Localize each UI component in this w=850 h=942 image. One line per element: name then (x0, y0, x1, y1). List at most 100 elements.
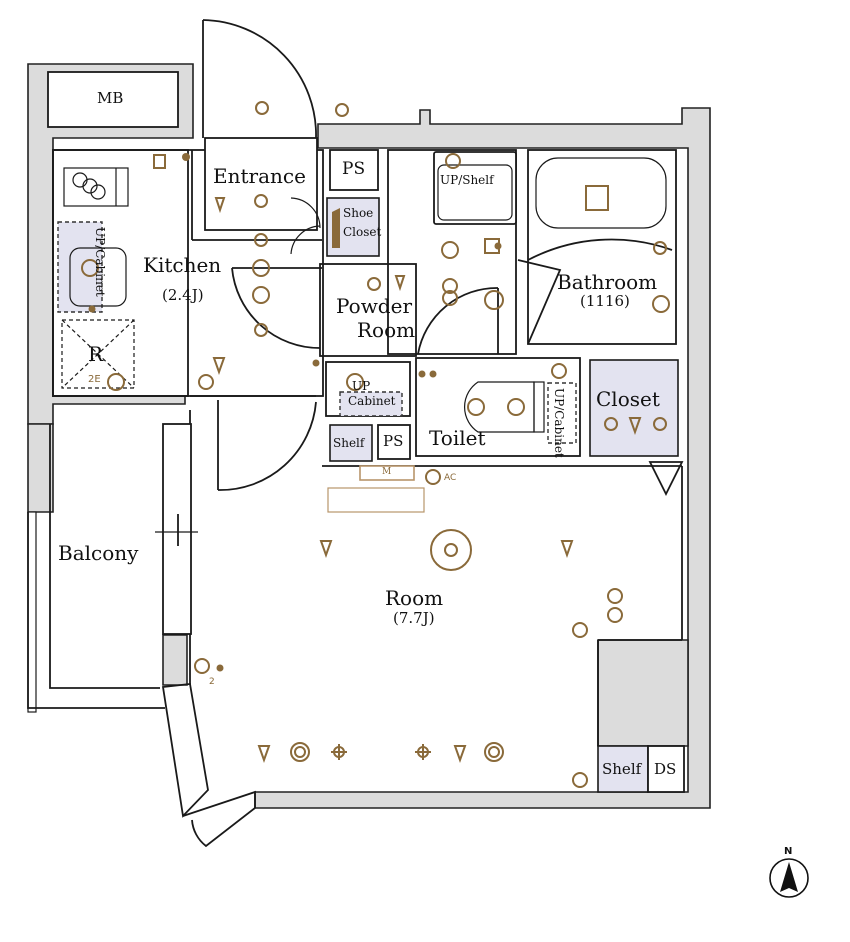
ceiling-light-icon (290, 742, 310, 762)
faucet-icon (81, 259, 99, 277)
shelf-bottom-label: Shelf (602, 760, 642, 778)
washer-icon (484, 290, 504, 310)
ps-top-label: PS (342, 159, 366, 179)
monitor-outlet (359, 465, 415, 481)
kitchen-room (52, 149, 324, 397)
powder-door-swing (417, 287, 499, 355)
north-compass (769, 858, 809, 898)
bathroom-label: Bathroom (557, 270, 658, 294)
room-corner-pillar (597, 639, 689, 747)
up-cabinet-kitchen-label: UP/Cabinet (93, 227, 107, 297)
shoe-closet-label-2: Closet (343, 225, 382, 239)
remote-icon (153, 154, 166, 169)
outlet-icon (194, 658, 210, 674)
outlet-icon (572, 622, 588, 638)
phone-jack-icon (394, 275, 406, 292)
fridge-outlet-label: 2E (88, 374, 101, 385)
shoe-closet-label-1: Shoe (343, 206, 374, 220)
fridge-label: R (88, 342, 104, 366)
ds-box (647, 745, 685, 793)
entrance-label: Entrance (213, 164, 306, 188)
kitchen-label: Kitchen (143, 253, 222, 277)
front-door-swing (202, 19, 317, 139)
room-label: Room (385, 586, 444, 610)
closet-label: Closet (596, 387, 660, 411)
outlet-icon (254, 323, 268, 337)
light-icon (441, 241, 459, 259)
window-pillar (162, 634, 188, 686)
outer-wall-top (254, 107, 711, 809)
outlet-icon (254, 233, 268, 247)
balcony-label: Balcony (58, 541, 139, 565)
closet-door-marker (648, 461, 684, 497)
phone-jack-icon (257, 745, 271, 763)
bay-window (161, 683, 209, 818)
fixture-icons (81, 101, 670, 788)
powder-room-label-2: Room (357, 318, 416, 342)
fan-icon (653, 241, 667, 255)
outlet-icon (572, 772, 588, 788)
ps-top (329, 149, 379, 191)
bathroom-size: (1116) (580, 292, 630, 310)
up-cabinet-powder-label-1: UP (352, 379, 371, 393)
bay-door-swing (191, 807, 256, 848)
shoe-closet-door-icon (332, 208, 340, 248)
up-cabinet-powder-label-2: Cabinet (348, 394, 396, 408)
compass-label: N (784, 846, 793, 857)
ps-mid (377, 424, 411, 460)
phone-jack-icon (212, 357, 226, 375)
bathroom (527, 149, 677, 345)
toilet-label: Toilet (429, 426, 486, 450)
light-icon (445, 153, 461, 169)
light-icon (604, 417, 618, 431)
up-shelf-label: UP/Shelf (440, 173, 494, 187)
balcony-wall (27, 423, 54, 513)
monitor-label: M (382, 467, 392, 477)
outlet-count-label: 2 (209, 677, 215, 687)
doorbell-icon (335, 103, 349, 117)
stove (63, 167, 129, 207)
ac-label: AC (444, 473, 457, 483)
gas-icon (252, 286, 270, 304)
shelf-mid (329, 424, 373, 462)
kitchen-door-swing (231, 267, 321, 349)
doorbell-icon (255, 101, 269, 115)
up-cabinet-kitchen (57, 221, 103, 313)
light-icon (652, 295, 670, 313)
light-icon (467, 398, 485, 416)
outlet-icon (607, 607, 623, 623)
entrance-room (204, 137, 318, 231)
outlet-icon (653, 417, 667, 431)
light-icon (346, 373, 364, 391)
outlet-icon (607, 588, 623, 604)
north-arrow-icon (780, 862, 798, 892)
range-hood-icon (252, 259, 270, 277)
up-shelf (433, 151, 517, 225)
ac-outlet-icon (425, 469, 441, 485)
outlet-icon (367, 277, 381, 291)
outlet-icon (107, 373, 125, 391)
room-door-swing (217, 401, 317, 491)
outlet-icon (254, 194, 268, 208)
outlet-icon (198, 374, 214, 390)
tv-stand (327, 487, 425, 513)
phone-jack-icon (214, 197, 226, 214)
closet (589, 359, 679, 457)
mb-label: MB (97, 89, 124, 107)
mb-box (47, 71, 179, 128)
room-size: (7.7J) (393, 609, 435, 627)
ds-label: DS (654, 760, 677, 778)
up-cabinet-toilet-label: UP/Cabinet (552, 388, 566, 458)
outlet-icon (551, 363, 567, 379)
phone-jack-icon (560, 540, 574, 558)
phone-jack-icon (628, 417, 642, 435)
shoe-closet-door (290, 197, 321, 229)
bathroom-door-swing-2 (517, 259, 562, 345)
ceiling-light-icon (484, 742, 504, 762)
bath-control-icon (585, 185, 609, 211)
outlet-icon (442, 278, 458, 294)
washlet-icon (507, 398, 525, 416)
phone-jack-icon (319, 540, 333, 558)
phone-jack-icon (453, 745, 467, 763)
